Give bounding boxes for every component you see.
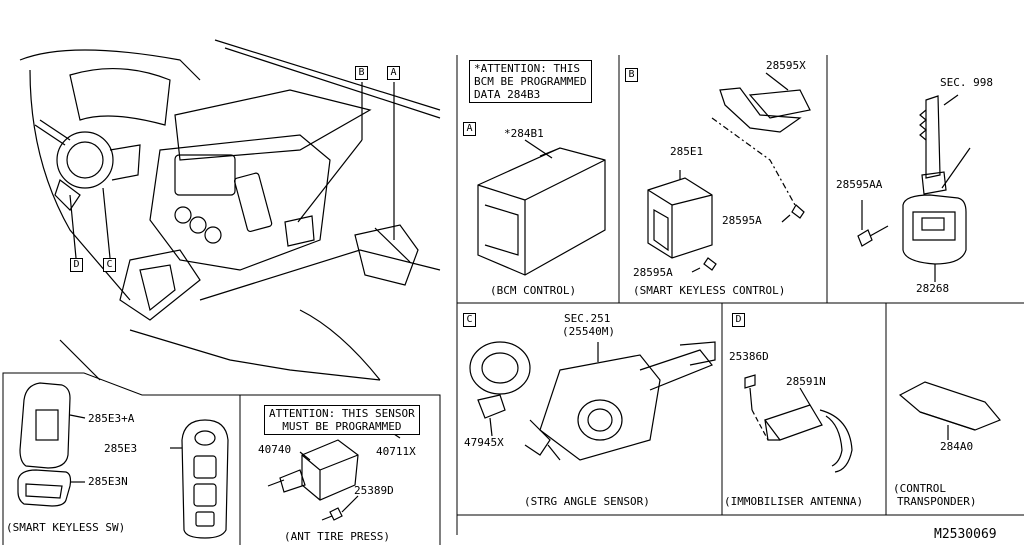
key-part-28268: 28268	[916, 282, 950, 295]
skc-part-28595x: 28595X	[766, 59, 806, 72]
tire-attention-note: ATTENTION: THIS SENSOR MUST BE PROGRAMME…	[264, 405, 420, 435]
panel-b-label: B	[625, 68, 638, 82]
sksw-part-285e3a: 285E3+A	[88, 412, 135, 425]
sksw-part-285e3: 285E3	[104, 442, 138, 455]
tire-part-40711x: 40711X	[376, 445, 416, 458]
skc-part-28595a-lower: 28595A	[633, 266, 673, 279]
steering-angle-sensor-drawing	[469, 341, 716, 461]
bcm-attention-line2: BCM BE PROGRAMMED	[474, 75, 587, 88]
callout-d-left: D	[70, 258, 83, 272]
callout-b-top: B	[355, 66, 368, 80]
panel-borders	[2, 55, 1024, 545]
immo-part-28591n: 28591N	[786, 375, 826, 388]
transponder-caption-line2: TRANSPONDER)	[897, 495, 977, 508]
bcm-module-drawing	[477, 139, 606, 276]
panel-d-label: D	[732, 313, 745, 327]
smart-keyless-sw-drawing	[17, 382, 229, 539]
panel-c-label: C	[463, 313, 476, 327]
callout-c-left: C	[103, 258, 116, 272]
immo-part-25386d: 25386D	[729, 350, 769, 363]
sksw-caption: (SMART KEYLESS SW)	[6, 521, 126, 534]
tire-part-40740: 40740	[258, 443, 292, 456]
skc-caption: (SMART KEYLESS CONTROL)	[633, 284, 786, 297]
key-sec-reference: SEC. 998	[940, 76, 993, 89]
skc-part-28595a-upper: 28595A	[722, 214, 762, 227]
transponder-drawing	[898, 381, 1001, 440]
bcm-attention-note: *ATTENTION: THIS BCM BE PROGRAMMED DATA …	[469, 60, 592, 103]
figure-id: M2530069	[934, 527, 997, 542]
panel-a-label: A	[463, 122, 476, 136]
strg-sec-reference: SEC.251	[564, 312, 611, 325]
immo-caption: (IMMOBILISER ANTENNA)	[724, 495, 864, 508]
smart-keyless-control-drawing	[647, 72, 811, 273]
immobiliser-antenna-drawing	[744, 374, 853, 473]
bcm-attention-line3: DATA 284B3	[474, 88, 541, 101]
strg-part-47945x: 47945X	[464, 436, 504, 449]
transponder-caption-line1: (CONTROL	[893, 482, 946, 495]
dashboard-illustration	[19, 39, 441, 381]
skc-part-285e1: 285E1	[670, 145, 704, 158]
tire-attention-line1: ATTENTION: THIS SENSOR	[269, 407, 415, 420]
tire-attention-line2: MUST BE PROGRAMMED	[282, 420, 402, 433]
tire-press-antenna-drawing	[267, 425, 401, 521]
bcm-caption: (BCM CONTROL)	[490, 284, 577, 297]
tire-part-25389d: 25389D	[354, 484, 394, 497]
key-part-28595aa: 28595AA	[836, 178, 883, 191]
bcm-attention-line1: *ATTENTION: THIS	[474, 62, 580, 75]
strg-part-25540m: (25540M)	[562, 325, 615, 338]
sksw-part-285e3n: 285E3N	[88, 475, 128, 488]
key-drawing	[857, 94, 971, 282]
transponder-part-284a0: 284A0	[940, 440, 974, 453]
callout-a-top: A	[387, 66, 400, 80]
bcm-part-number: *284B1	[504, 127, 544, 140]
strg-caption: (STRG ANGLE SENSOR)	[524, 495, 650, 508]
tire-caption: (ANT TIRE PRESS)	[284, 530, 390, 543]
